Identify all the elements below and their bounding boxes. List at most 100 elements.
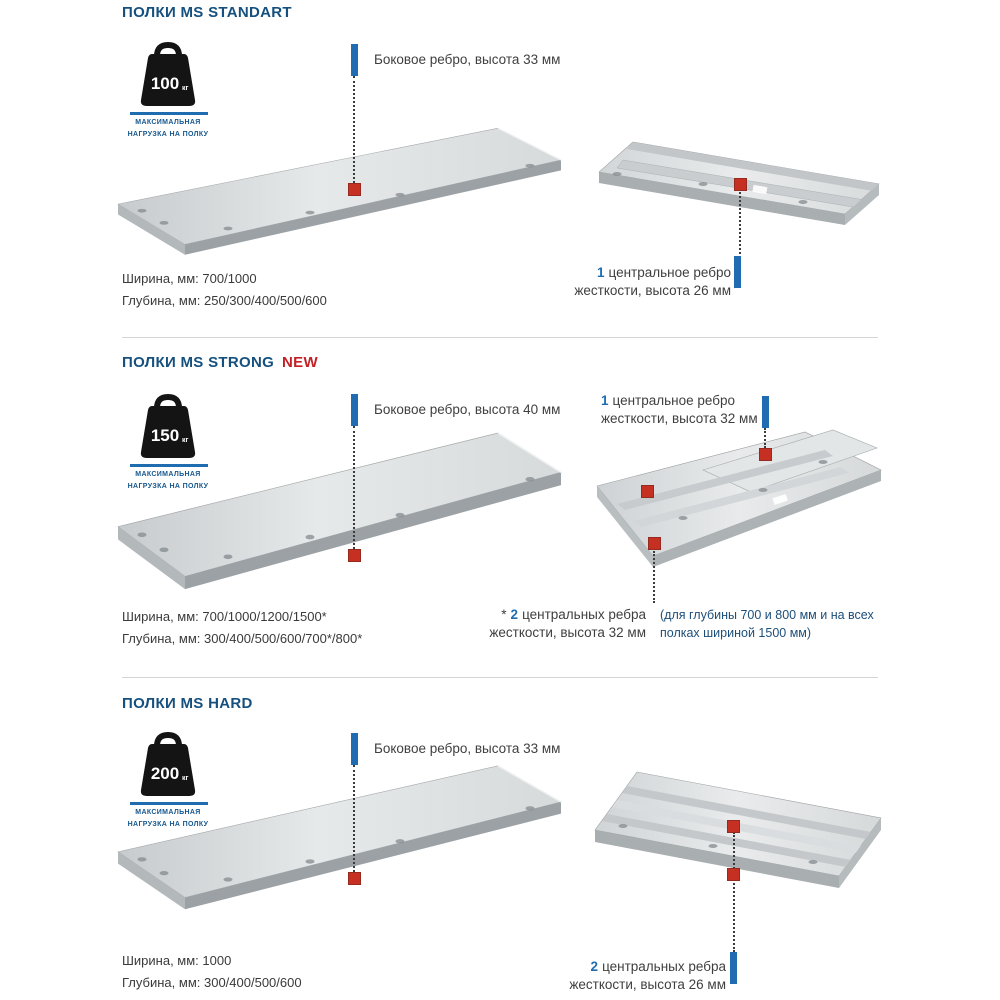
weight-body [140,406,196,458]
spec-width: Ширина, мм: 700/1000/1200/1500* [122,609,327,624]
underside-front-edge [599,172,845,225]
section-divider [122,337,878,338]
rib-height-marker [730,952,737,984]
rib-height-marker [351,733,358,765]
rib-position-marker [727,820,740,833]
spec-width: Ширина, мм: 700/1000 [122,271,257,286]
underside-sticker [772,493,788,505]
section-title-hard: ПОЛКИ MS HARD [122,695,253,712]
marker-dotted-line [353,76,355,183]
underside-end-cap [845,184,879,225]
weight-icon: 100 кг [140,41,196,106]
specs-standart: Ширина, мм: 700/1000 Глубина, мм: 250/30… [122,268,327,312]
shelf-image-hard [117,765,562,910]
weight-caption-line2: НАГРУЗКА НА ПОЛКУ [127,130,209,138]
shelf-image-standart [117,127,562,255]
rib-position-marker [734,178,747,191]
shelf-holes [137,806,535,882]
side-rib-label: Боковое ребро, высота 33 мм [374,52,561,67]
weight-unit: кг [182,775,189,782]
underside-holes [678,460,828,520]
weight-body [140,54,196,106]
weight-unit: кг [182,437,189,444]
rib-height-marker [351,394,358,426]
shelf-top-surface [117,127,562,245]
marker-dotted-line [353,426,355,549]
rib-height-marker [351,44,358,76]
weight-value: 150 [151,426,179,445]
weight-body [140,744,196,796]
weight-caption: МАКСИМАЛЬНАЯ НАГРУЗКА НА ПОЛКУ [110,469,226,493]
weight-handle [154,731,182,749]
marker-dotted-line [653,551,655,603]
shelf-front-edge [185,472,561,590]
rib-height-marker [762,396,769,428]
spec-depth: Глубина, мм: 300/400/500/600/700*/800* [122,631,363,647]
weight-value: 100 [151,74,179,93]
weight-handle [154,41,182,59]
weight-icon: 200 кг [140,731,196,796]
shelf-front-edge [185,801,561,910]
weight-caption: МАКСИМАЛЬНАЯ НАГРУЗКА НА ПОЛКУ [110,807,226,831]
rib-count: 1 [596,265,605,280]
shelf-front-edge [185,160,561,255]
underside-front-edge [653,470,881,567]
weight-caption: МАКСИМАЛЬНАЯ НАГРУЗКА НА ПОЛКУ [110,117,226,141]
rib-position-marker [648,537,661,550]
weight-handle [154,393,182,411]
specs-hard: Ширина, мм: 1000 Глубина, мм: 300/400/50… [122,950,302,994]
weight-underline [130,802,208,805]
shelf-holes [137,163,535,231]
shelf-underside-standart [598,141,880,225]
shelf-left-edge [118,851,185,910]
spec-width: Ширина, мм: 1000 [122,953,232,968]
rib-text: центральных ребра жесткости, высота 26 м… [569,959,726,993]
shelf-left-edge [118,204,185,255]
weight-caption-line1: МАКСИМАЛЬНАЯ [135,119,201,126]
marker-dotted-line [733,832,735,952]
underside-rib-3 [602,814,851,867]
side-rib-label: Боковое ребро, высота 40 мм [374,402,561,417]
weight-caption-line2: НАГРУЗКА НА ПОЛКУ [127,820,209,828]
rib-position-marker [348,549,361,562]
underside-holes [612,172,808,204]
rib-count: 1 [601,393,609,408]
section-title-standart: ПОЛКИ MS STANDART [122,4,292,21]
rib-position-marker [348,183,361,196]
underside-front-edge [595,830,839,888]
rib-text: центральных ребра жесткости, высота 32 м… [489,607,646,641]
rib-count: 2 [590,959,599,974]
shelf-underside-hard [594,771,882,888]
weight-underline [130,464,208,467]
paren-note: (для глубины 700 и 800 мм и на всех полк… [660,608,874,641]
weight-caption-line1: МАКСИМАЛЬНАЯ [135,471,201,478]
star-symbol: * [501,607,507,622]
spec-depth: Глубина, мм: 250/300/400/500/600 [122,293,327,309]
rib-position-marker [641,485,654,498]
shelf-left-edge [118,526,185,590]
section-title-text: ПОЛКИ MS HARD [122,695,253,712]
rib-position-marker [727,868,740,881]
rib-text: центральное ребро жесткости, высота 32 м… [601,393,758,427]
underside-flange [627,142,879,191]
underside-sticker [752,184,768,195]
marker-dotted-line [764,428,766,448]
weight-icon: 150 кг [140,393,196,458]
weight-unit: кг [182,85,189,92]
side-rib-label: Боковое ребро, высота 33 мм [374,741,561,756]
section-divider [122,677,878,678]
weight-caption-line2: НАГРУЗКА НА ПОЛКУ [127,482,209,490]
underside-left-edge [597,486,653,567]
rib-count: 2 [510,607,519,622]
weight-caption-line1: МАКСИМАЛЬНАЯ [135,809,201,816]
shelf-underside-strong [596,429,882,567]
new-badge: NEW [282,354,318,371]
shelf-holes [137,476,535,560]
rib-height-marker [734,256,741,288]
marker-dotted-line [353,765,355,872]
underside-rib-1 [622,786,871,839]
rib-position-marker [759,448,772,461]
